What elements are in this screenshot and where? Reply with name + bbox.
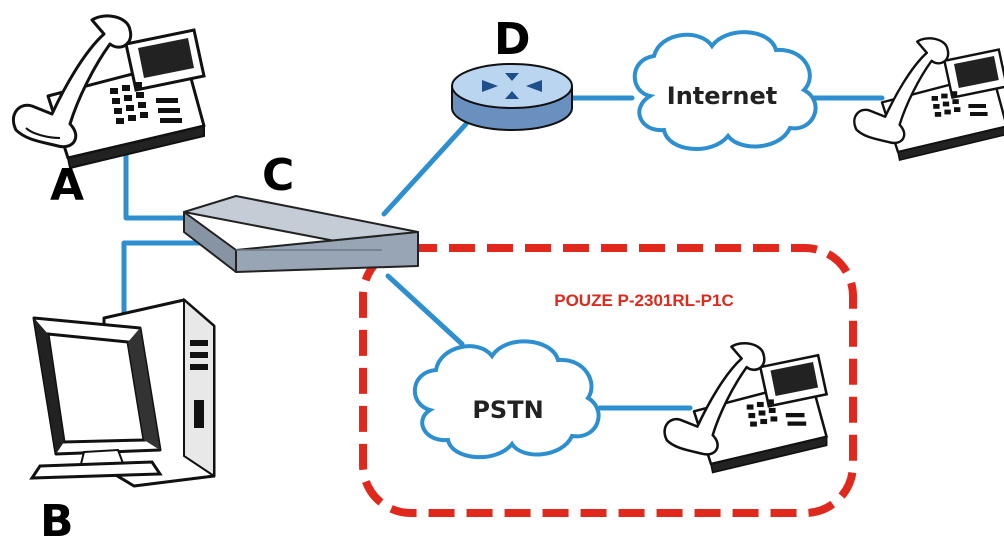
label-b: B — [40, 496, 74, 541]
link-phone-a-to-switch — [123, 147, 191, 221]
link-switch-to-pstn — [385, 273, 465, 347]
pstn-cloud: PSTN — [412, 339, 601, 459]
internet-label: Internet — [667, 82, 777, 110]
computer-icon — [29, 297, 216, 488]
telephone-icon — [663, 341, 829, 474]
link-switch-to-router — [381, 121, 469, 217]
telephone-icon — [853, 37, 1004, 161]
link-computer-to-switch — [121, 240, 203, 315]
label-c: C — [262, 150, 294, 201]
internet-cloud: Internet — [632, 30, 818, 151]
pstn-label: PSTN — [472, 396, 543, 424]
pstn-area-dashed-border — [359, 244, 857, 517]
label-d: D — [494, 14, 531, 65]
cloud-icon — [632, 30, 818, 151]
cloud-icon — [412, 339, 601, 459]
switch-icon — [183, 195, 419, 273]
telephone-icon — [11, 14, 206, 170]
label-a: A — [50, 160, 84, 211]
area-note-label: POUZE P-2301RL-P1C — [554, 291, 734, 310]
router-icon — [451, 63, 573, 131]
connection-lines — [121, 95, 885, 411]
